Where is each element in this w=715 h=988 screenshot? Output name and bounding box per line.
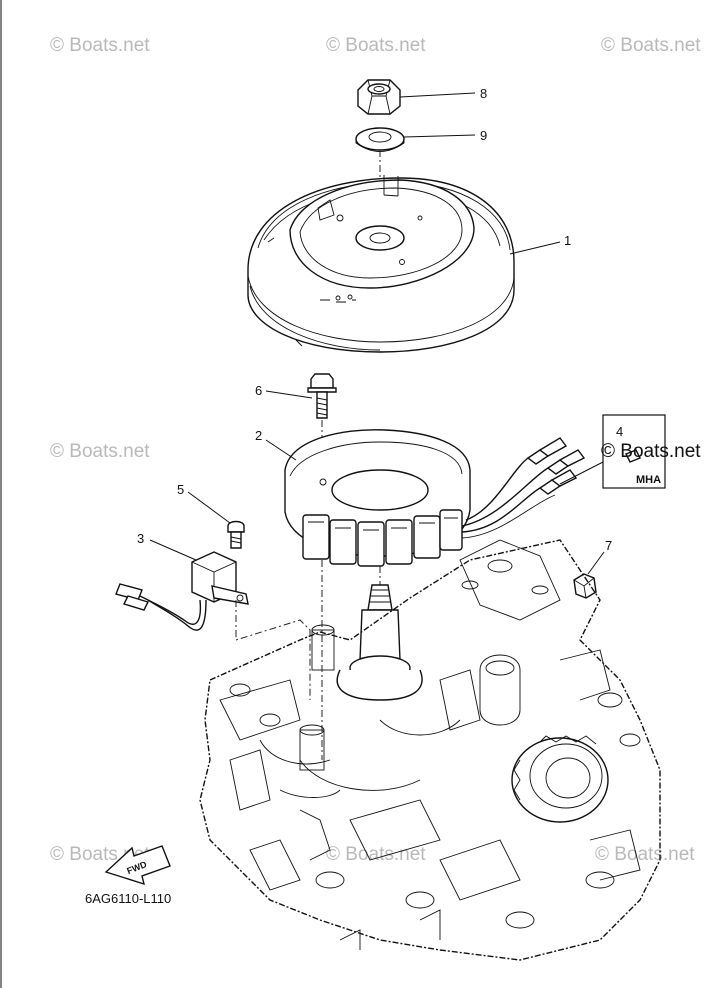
watermark-mid-left: © Boats.net (50, 441, 150, 462)
watermark-top-left: © Boats.net (50, 35, 150, 56)
crankcase-part (199, 539, 661, 961)
callout-8: 8 (480, 86, 487, 101)
callout-2: 2 (255, 428, 262, 443)
callout-leaders (149, 92, 605, 575)
watermarks: © Boats.net © Boats.net © Boats.net © Bo… (50, 35, 701, 865)
spec-box-number: 4 (616, 424, 623, 439)
spec-box: 4 MHA (559, 414, 666, 489)
watermark-top-right: © Boats.net (601, 35, 701, 56)
callout-3: 3 (137, 531, 144, 546)
fwd-arrow: FWD (104, 845, 171, 886)
watermark-bottom-right: © Boats.net (595, 844, 695, 865)
watermark-top-center: © Boats.net (326, 35, 426, 56)
callout-5: 5 (177, 482, 184, 497)
nut-part (357, 79, 401, 115)
watermark-bottom-center: © Boats.net (326, 844, 426, 865)
watermark-mid-right: © Boats.net (601, 441, 701, 462)
flywheel-part (247, 175, 515, 353)
bolt-part (307, 373, 337, 470)
pulser-coil-part (115, 551, 249, 631)
key-part (573, 573, 597, 599)
stator-part (284, 429, 586, 567)
washer-part (355, 127, 405, 152)
callout-numbers: 8 9 1 6 2 5 3 7 (137, 86, 612, 553)
diagram-code: 6AG6110-L110 (85, 891, 171, 906)
callout-1: 1 (564, 233, 571, 248)
callout-7: 7 (605, 538, 612, 553)
stator-coils (302, 509, 463, 567)
spec-box-code: MHA (636, 474, 661, 486)
small-screw-part (227, 520, 245, 549)
callout-6: 6 (255, 383, 262, 398)
callout-9: 9 (480, 128, 487, 143)
